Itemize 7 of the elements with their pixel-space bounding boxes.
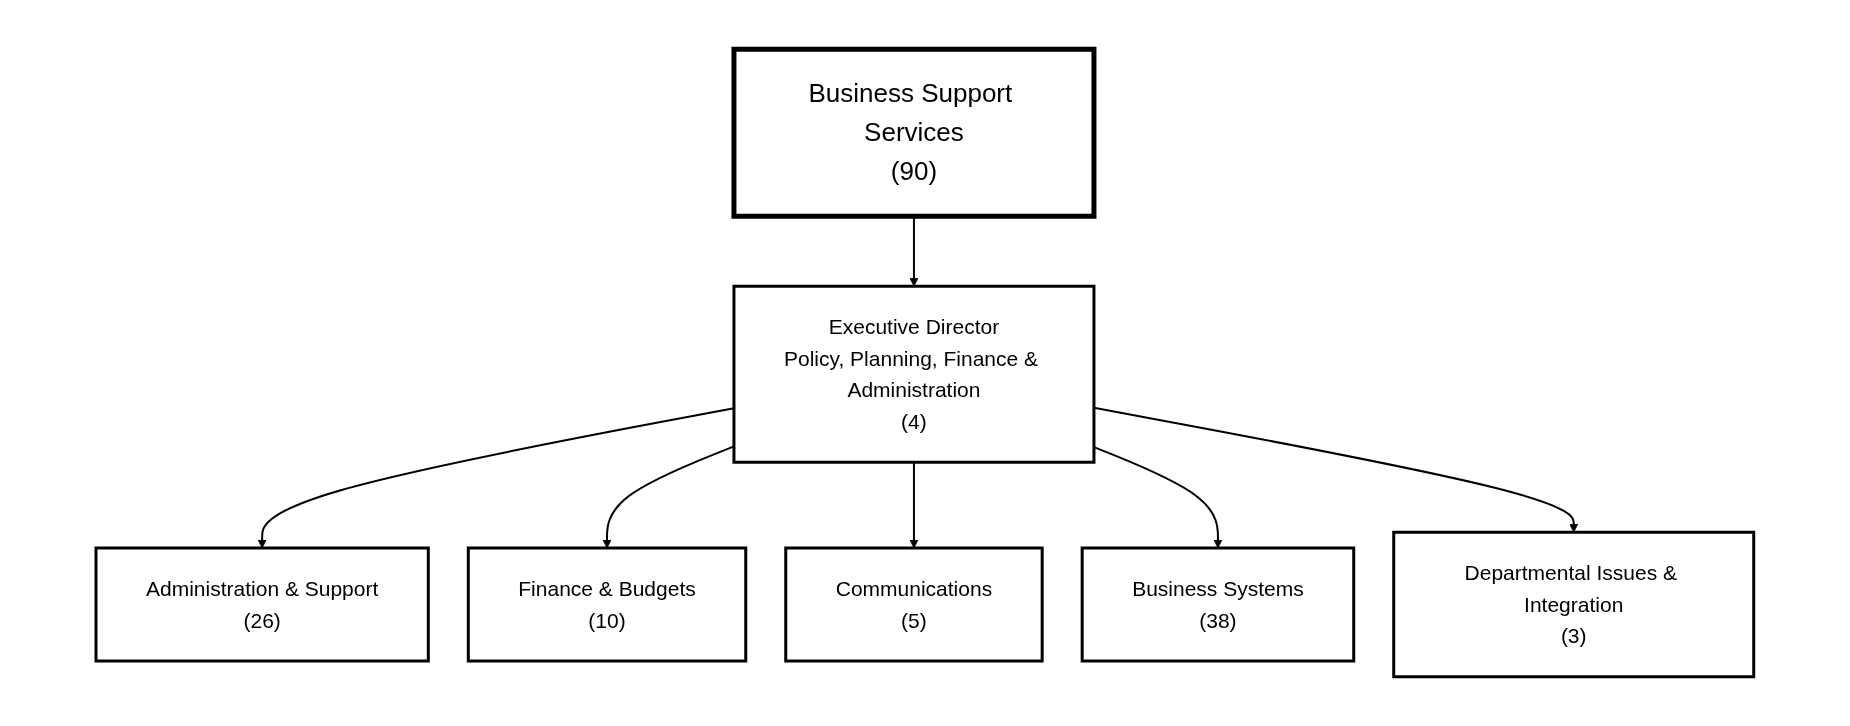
node-box: Departmental Issues & Integration (3) xyxy=(1392,530,1756,679)
node-box: Business Systems (38) xyxy=(1080,546,1356,663)
node-box: Business Support Services (90) xyxy=(731,46,1097,219)
node-box: Executive Director Policy, Planning, Finance & Administration (4) xyxy=(732,284,1096,464)
node-box: Communications (5) xyxy=(784,546,1044,663)
node-box: Administration & Support (26) xyxy=(94,546,430,663)
node-box: Finance & Budgets (10) xyxy=(466,546,748,663)
